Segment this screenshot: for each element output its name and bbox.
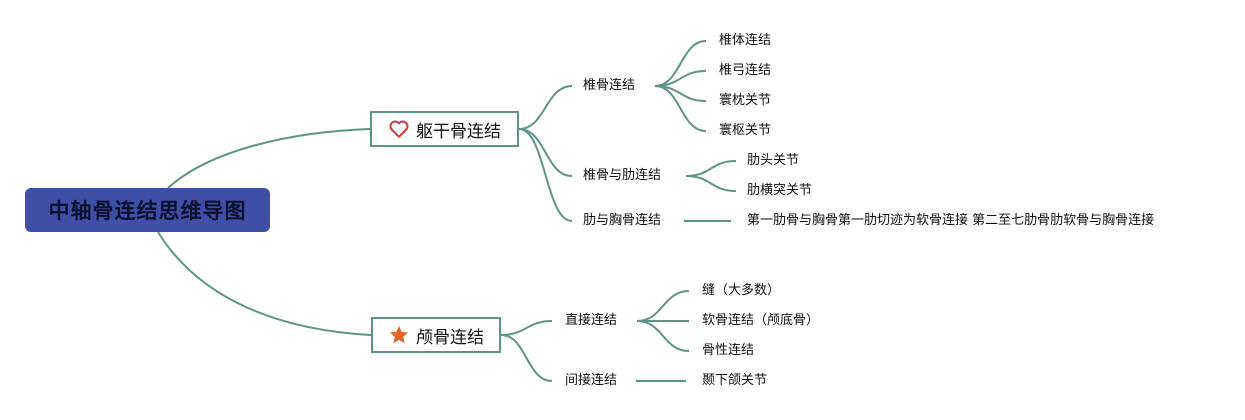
connector-trunk-sternocostal (518, 128, 573, 222)
connector-root-trunk (167, 128, 371, 189)
topic-indirect-joints[interactable]: 间接连结 (565, 373, 618, 388)
star-icon (388, 324, 410, 346)
connector-skull-direct (500, 320, 553, 336)
connector-direct-leaf-0 (636, 290, 690, 322)
root-node[interactable]: 中轴骨连结思维导图 (25, 188, 270, 232)
leaf-costal-head-joint[interactable]: 肋头关节 (747, 153, 800, 168)
leaf-atlanto-axial-joint[interactable]: 寰枢关节 (719, 123, 772, 138)
leaf-atlanto-occipital-joint[interactable]: 寰枕关节 (719, 93, 772, 108)
leaf-vertebral-arch-joints[interactable]: 椎弓连结 (719, 63, 772, 78)
branch-node-skull[interactable]: 颅骨连结 (371, 317, 501, 353)
leaf-sternocostal-detail[interactable]: 第一肋骨与胸骨第一肋切迹为软骨连接 第二至七肋骨肋软骨与胸骨连接 (747, 213, 1155, 228)
heart-outline-icon (388, 118, 410, 140)
connector-skull-indirect (500, 334, 553, 382)
leaf-costotransverse-joint[interactable]: 肋横突关节 (747, 183, 813, 198)
topic-costovertebral-joints[interactable]: 椎骨与肋连结 (583, 168, 662, 183)
connector-direct-leaf-2 (636, 320, 690, 352)
connector-root-skull (157, 231, 372, 336)
branch-label-trunk: 躯干骨连结 (416, 121, 501, 142)
branch-node-trunk[interactable]: 躯干骨连结 (370, 111, 519, 147)
connector-trunk-vertebral (518, 85, 573, 130)
leaf-bony-union[interactable]: 骨性连结 (702, 343, 755, 358)
topic-sternocostal-joints[interactable]: 肋与胸骨连结 (583, 213, 662, 228)
connector-costovertebral-leaf-1 (685, 175, 737, 192)
connector-trunk-costovertebral (518, 128, 573, 177)
connector-vertebral-leaf-3 (654, 85, 707, 132)
topic-direct-joints[interactable]: 直接连结 (565, 313, 618, 328)
leaf-sutures[interactable]: 缝（大多数） (702, 283, 781, 298)
root-label: 中轴骨连结思维导图 (48, 199, 247, 223)
topic-vertebral-joints[interactable]: 椎骨连结 (583, 78, 636, 93)
branch-label-skull: 颅骨连结 (416, 327, 484, 348)
leaf-temporomandibular-joint[interactable]: 颞下颌关节 (702, 373, 768, 388)
leaf-cartilaginous-joints[interactable]: 软骨连结（颅底骨） (702, 313, 820, 328)
connector-costovertebral-leaf-0 (685, 160, 737, 177)
leaf-vertebral-body-joints[interactable]: 椎体连结 (719, 33, 772, 48)
